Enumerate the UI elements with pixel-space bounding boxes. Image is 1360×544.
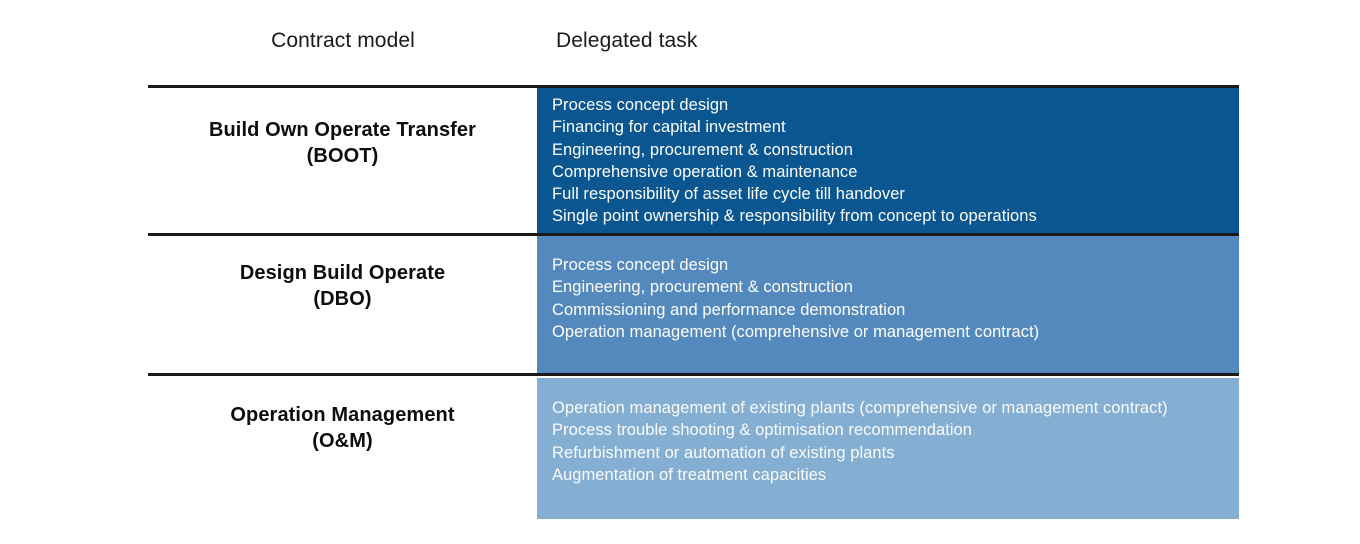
table-row: Operation Management (O&M) Operation man…: [148, 378, 1239, 519]
row-label-line1: Operation Management: [230, 404, 455, 426]
task-item: Operation management (comprehensive or m…: [552, 322, 1040, 341]
row-label-line2: (DBO): [313, 287, 372, 310]
task-list-dbo: Process concept design Engineering, proc…: [552, 254, 1239, 343]
row-label-line2: (O&M): [312, 429, 373, 452]
task-item: Process concept design: [552, 256, 729, 274]
table-row: Design Build Operate (DBO) Process conce…: [148, 236, 1239, 373]
row-label-boot: Build Own Operate Transfer (BOOT): [148, 118, 537, 169]
task-block-boot: Process concept design Financing for cap…: [537, 88, 1239, 233]
divider-boot-dbo: [148, 233, 1239, 236]
task-item: Comprehensive operation & maintenance: [552, 162, 858, 181]
task-item: Operation management of existing plants …: [552, 399, 1168, 417]
task-item: Augmentation of treatment capacities: [552, 465, 827, 484]
task-item: Process trouble shooting & optimisation …: [552, 421, 973, 440]
task-block-dbo: Process concept design Engineering, proc…: [537, 236, 1239, 373]
task-item: Refurbishment or automation of existing …: [552, 443, 895, 462]
row-label-om: Operation Management (O&M): [148, 403, 537, 454]
divider-top: [148, 85, 1239, 88]
task-item: Full responsibility of asset life cycle …: [552, 185, 905, 204]
table-row: Build Own Operate Transfer (BOOT) Proces…: [148, 88, 1239, 233]
task-list-om: Operation management of existing plants …: [552, 397, 1239, 486]
row-label-line2: (BOOT): [306, 144, 379, 167]
task-item: Engineering, procurement & construction: [552, 140, 853, 159]
task-item: Engineering, procurement & construction: [552, 278, 853, 297]
column-header-contract-model: Contract model: [271, 29, 415, 52]
row-label-line1: Design Build Operate: [239, 262, 446, 284]
divider-dbo-om: [148, 373, 1239, 376]
task-item: Commissioning and performance demonstrat…: [552, 300, 906, 319]
row-label-dbo: Design Build Operate (DBO): [148, 261, 537, 312]
task-list-boot: Process concept design Financing for cap…: [552, 94, 1239, 228]
column-header-delegated-task: Delegated task: [556, 29, 698, 52]
task-item: Process concept design: [552, 96, 729, 114]
task-block-om: Operation management of existing plants …: [537, 378, 1239, 519]
task-item: Single point ownership & responsibility …: [552, 207, 1037, 226]
task-item: Financing for capital investment: [552, 118, 786, 137]
row-label-line1: Build Own Operate Transfer: [208, 119, 477, 141]
